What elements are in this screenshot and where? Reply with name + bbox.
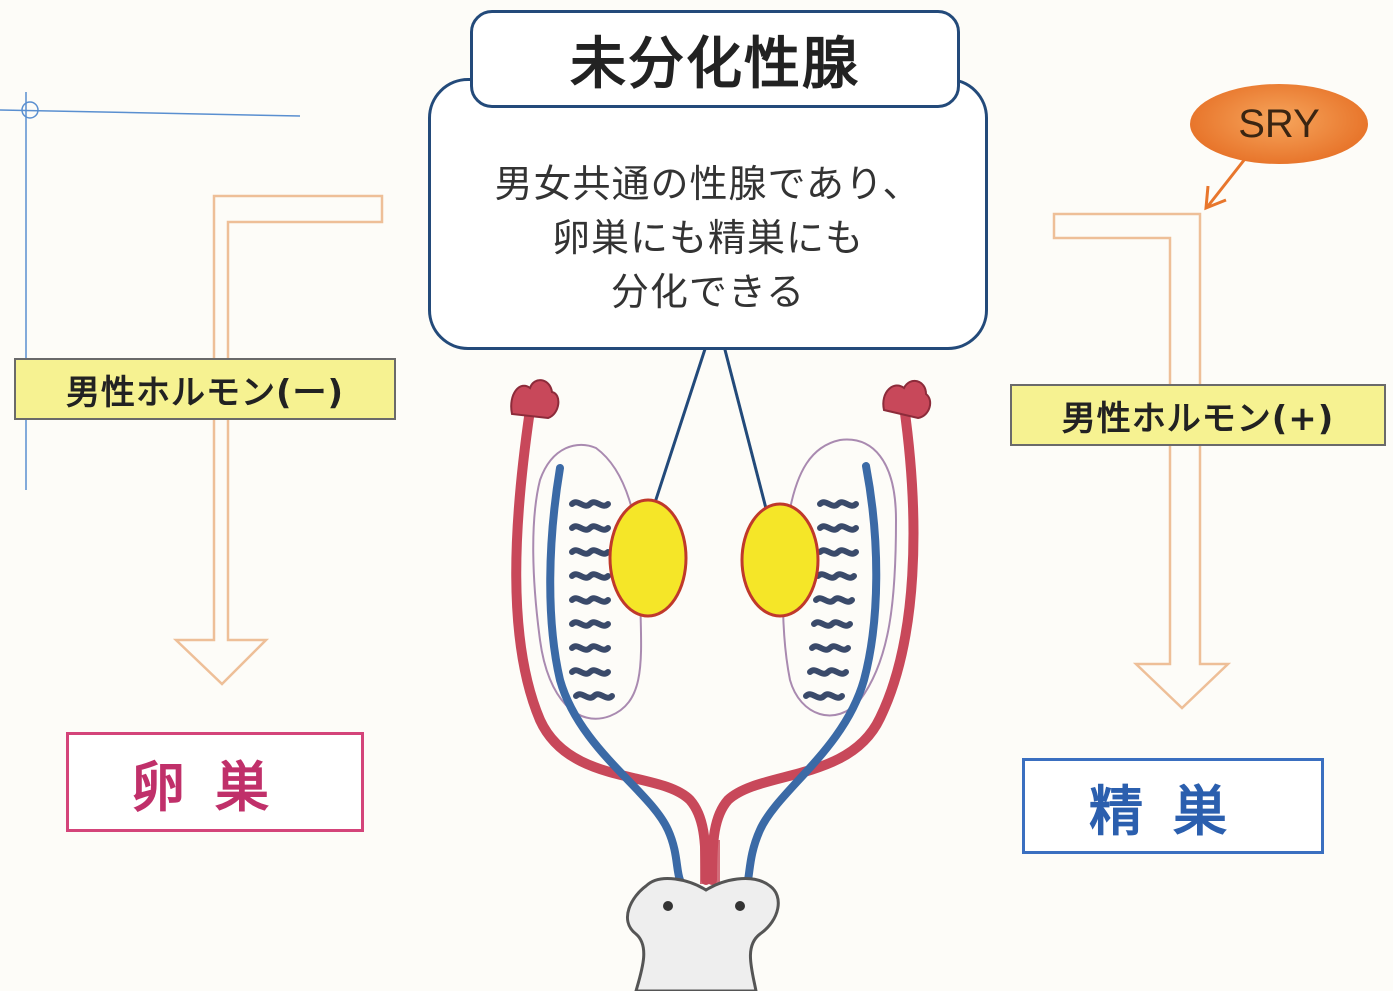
right-gonad <box>740 502 820 618</box>
ovary-result-box: 卵巣 <box>66 732 364 832</box>
sinus-dot-right <box>735 901 745 911</box>
right-flow-arrow <box>1052 212 1232 710</box>
page-title: 未分化性腺 <box>470 10 960 108</box>
sinus-dot-left <box>663 901 673 911</box>
hormone-label-negative: 男性ホルモン(ー) <box>14 358 396 420</box>
left-red-duct <box>511 405 711 885</box>
description-callout: 男女共通の性腺であり、 卵巣にも精巣にも 分化できる <box>428 78 988 350</box>
right-blue-duct <box>744 462 881 884</box>
duct-junction <box>700 840 720 884</box>
left-gonad <box>608 498 688 618</box>
left-tubules <box>569 499 615 701</box>
sry-badge: SRY <box>1190 84 1368 164</box>
pointer-lines <box>646 345 772 525</box>
left-blue-duct <box>546 464 684 884</box>
reproductive-tract-illustration <box>510 379 932 991</box>
right-red-duct <box>707 401 919 885</box>
right-fimbria <box>882 379 932 420</box>
description-line-3: 分化できる <box>610 270 806 314</box>
guide-lines <box>0 92 301 490</box>
urogenital-sinus <box>625 877 780 991</box>
left-flow-arrow <box>172 194 384 686</box>
description-line-2: 卵巣にも精巣にも <box>551 216 864 260</box>
hormone-label-positive: 男性ホルモン(+) <box>1010 384 1386 446</box>
left-fimbria <box>510 379 560 420</box>
description-line-1: 男女共通の性腺であり、 <box>494 162 922 206</box>
testis-result-box: 精巣 <box>1022 758 1324 854</box>
right-tubules <box>803 499 859 701</box>
